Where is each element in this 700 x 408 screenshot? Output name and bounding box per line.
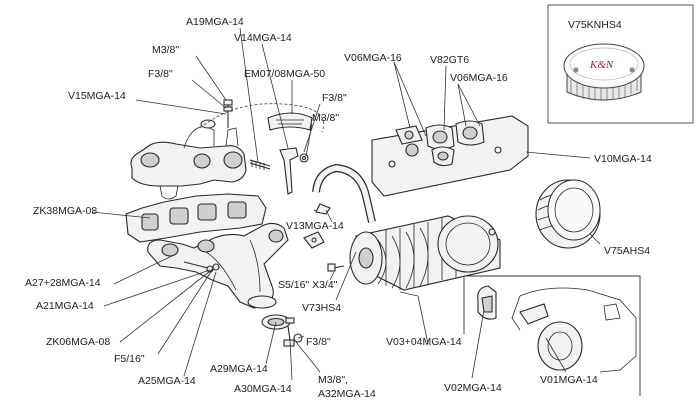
filter-bolt bbox=[327, 263, 345, 272]
leader-lines bbox=[91, 27, 601, 381]
label-v73hs4: V73HS4 bbox=[302, 302, 341, 314]
car-detail-inset bbox=[463, 275, 641, 396]
label-s516x34: S5/16" X3/4" bbox=[278, 279, 338, 291]
air-filter-v75ahs4 bbox=[535, 179, 601, 249]
exhaust-clamp bbox=[261, 314, 303, 347]
label-f38-mid: F3/8" bbox=[322, 92, 347, 104]
air-scoop bbox=[477, 285, 497, 320]
inlet-manifold bbox=[130, 119, 247, 200]
label-a29mga14: A29MGA-14 bbox=[210, 363, 268, 375]
label-v13mga14: V13MGA-14 bbox=[286, 220, 344, 232]
label-v06mga16-b: V06MGA-16 bbox=[450, 72, 508, 84]
label-v0304mga14: V03+04MGA-14 bbox=[386, 336, 462, 348]
label-v75ahs4: V75AHS4 bbox=[604, 245, 650, 257]
label-a30mga14: A30MGA-14 bbox=[234, 383, 292, 395]
hose-bracket bbox=[303, 231, 325, 249]
label-zk38mga08: ZK38MGA-08 bbox=[33, 205, 97, 217]
svg-text:K&N: K&N bbox=[589, 59, 614, 71]
label-f516: F5/16" bbox=[114, 353, 145, 365]
label-m38-mid: M3/8" bbox=[312, 112, 339, 124]
part-labels: A19MGA-14 V14MGA-14 M3/8" F3/8" V15MGA-1… bbox=[25, 16, 652, 400]
label-em0708mga50: EM07/08MGA-50 bbox=[244, 68, 325, 80]
label-a21mga14: A21MGA-14 bbox=[36, 300, 94, 312]
label-v10mga14: V10MGA-14 bbox=[594, 153, 652, 165]
label-v01mga14: V01MGA-14 bbox=[540, 374, 598, 386]
manifold-studs bbox=[223, 99, 271, 170]
label-v15mga14: V15MGA-14 bbox=[68, 90, 126, 102]
decal-plate bbox=[267, 112, 313, 131]
breather-hose bbox=[312, 163, 376, 223]
inset-air-filter: K&N bbox=[563, 43, 645, 101]
label-f38-left: F3/8" bbox=[148, 68, 173, 80]
label-v82gt6: V82GT6 bbox=[430, 54, 469, 66]
label-a25mga14: A25MGA-14 bbox=[138, 375, 196, 387]
label-zk06mga08: ZK06MGA-08 bbox=[46, 336, 110, 348]
label-f38-low: F3/8" bbox=[306, 336, 331, 348]
exhaust-gasket bbox=[125, 193, 267, 243]
air-filter-assembly bbox=[349, 215, 501, 291]
label-m38-low: M3/8", bbox=[318, 374, 348, 386]
label-v06mga16-a: V06MGA-16 bbox=[344, 52, 402, 64]
throttle-lever bbox=[279, 147, 309, 195]
label-a19mga14: A19MGA-14 bbox=[186, 16, 244, 28]
label-v14mga14: V14MGA-14 bbox=[234, 32, 292, 44]
label-m38-top: M3/8" bbox=[152, 44, 179, 56]
inset-panel: V75KNHS4 K&N bbox=[547, 4, 694, 124]
label-v02mga14: V02MGA-14 bbox=[444, 382, 502, 394]
label-a32mga14: A32MGA-14 bbox=[318, 388, 376, 400]
carb-gaskets bbox=[395, 120, 485, 167]
label-a2728mga14: A27+28MGA-14 bbox=[25, 277, 101, 289]
inset-title: V75KNHS4 bbox=[568, 19, 622, 31]
